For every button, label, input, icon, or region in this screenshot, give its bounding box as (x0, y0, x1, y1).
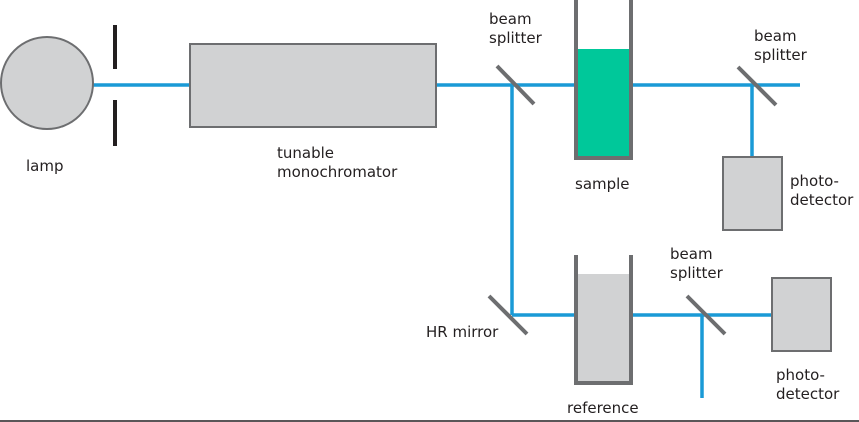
lamp (0, 36, 94, 130)
sample-liquid (578, 49, 629, 157)
photodetector-2-label: photo- detector (776, 366, 839, 404)
photodetector-1-label-line-1: photo- (790, 172, 839, 190)
beam-splitter-3-label-line-2: splitter (670, 264, 723, 282)
tunable-monochromator (189, 43, 437, 128)
beam-splitter-3 (685, 294, 727, 336)
hr-mirror (487, 294, 529, 336)
monochromator-label: tunable monochromator (277, 144, 397, 182)
beam-splitter-2-label-line-2: splitter (754, 46, 807, 64)
beam-splitter-2-label: beam splitter (754, 27, 807, 65)
beam-splitter-1 (495, 64, 536, 106)
sample-cuvette-walls (574, 0, 633, 160)
beam-splitter-1-label-line-2: splitter (489, 29, 542, 47)
reference-cuvette-walls (574, 255, 633, 385)
monochromator-label-line-1: tunable (277, 144, 335, 162)
hr-mirror-label: HR mirror (426, 323, 499, 341)
beam-splitter-2-label-line-1: beam (754, 27, 797, 45)
photodetector-1-label-line-2: detector (790, 191, 854, 209)
photodetector-2 (771, 277, 832, 352)
monochromator-label-line-2: monochromator (277, 163, 398, 181)
photodetector-1-label: photo- detector (790, 172, 853, 210)
beam-paths (92, 83, 800, 398)
beam-splitter-1-label: beam splitter (489, 10, 542, 48)
sample-label: sample (575, 175, 630, 193)
beam-splitter-1-label-line-1: beam (489, 10, 532, 28)
beam-splitter-3-label: beam splitter (670, 245, 723, 283)
sample-cuvette (574, 0, 633, 160)
reference-cuvette (574, 255, 633, 385)
lamp-label: lamp (26, 157, 64, 175)
beam-splitter-2 (736, 65, 778, 107)
reference-label: reference (567, 399, 639, 417)
reference-liquid (578, 274, 629, 382)
photodetector-2-label-line-1: photo- (776, 366, 825, 384)
beam-splitter-3-label-line-1: beam (670, 245, 713, 263)
photodetector-1 (722, 156, 783, 231)
photodetector-2-label-line-2: detector (776, 385, 840, 403)
